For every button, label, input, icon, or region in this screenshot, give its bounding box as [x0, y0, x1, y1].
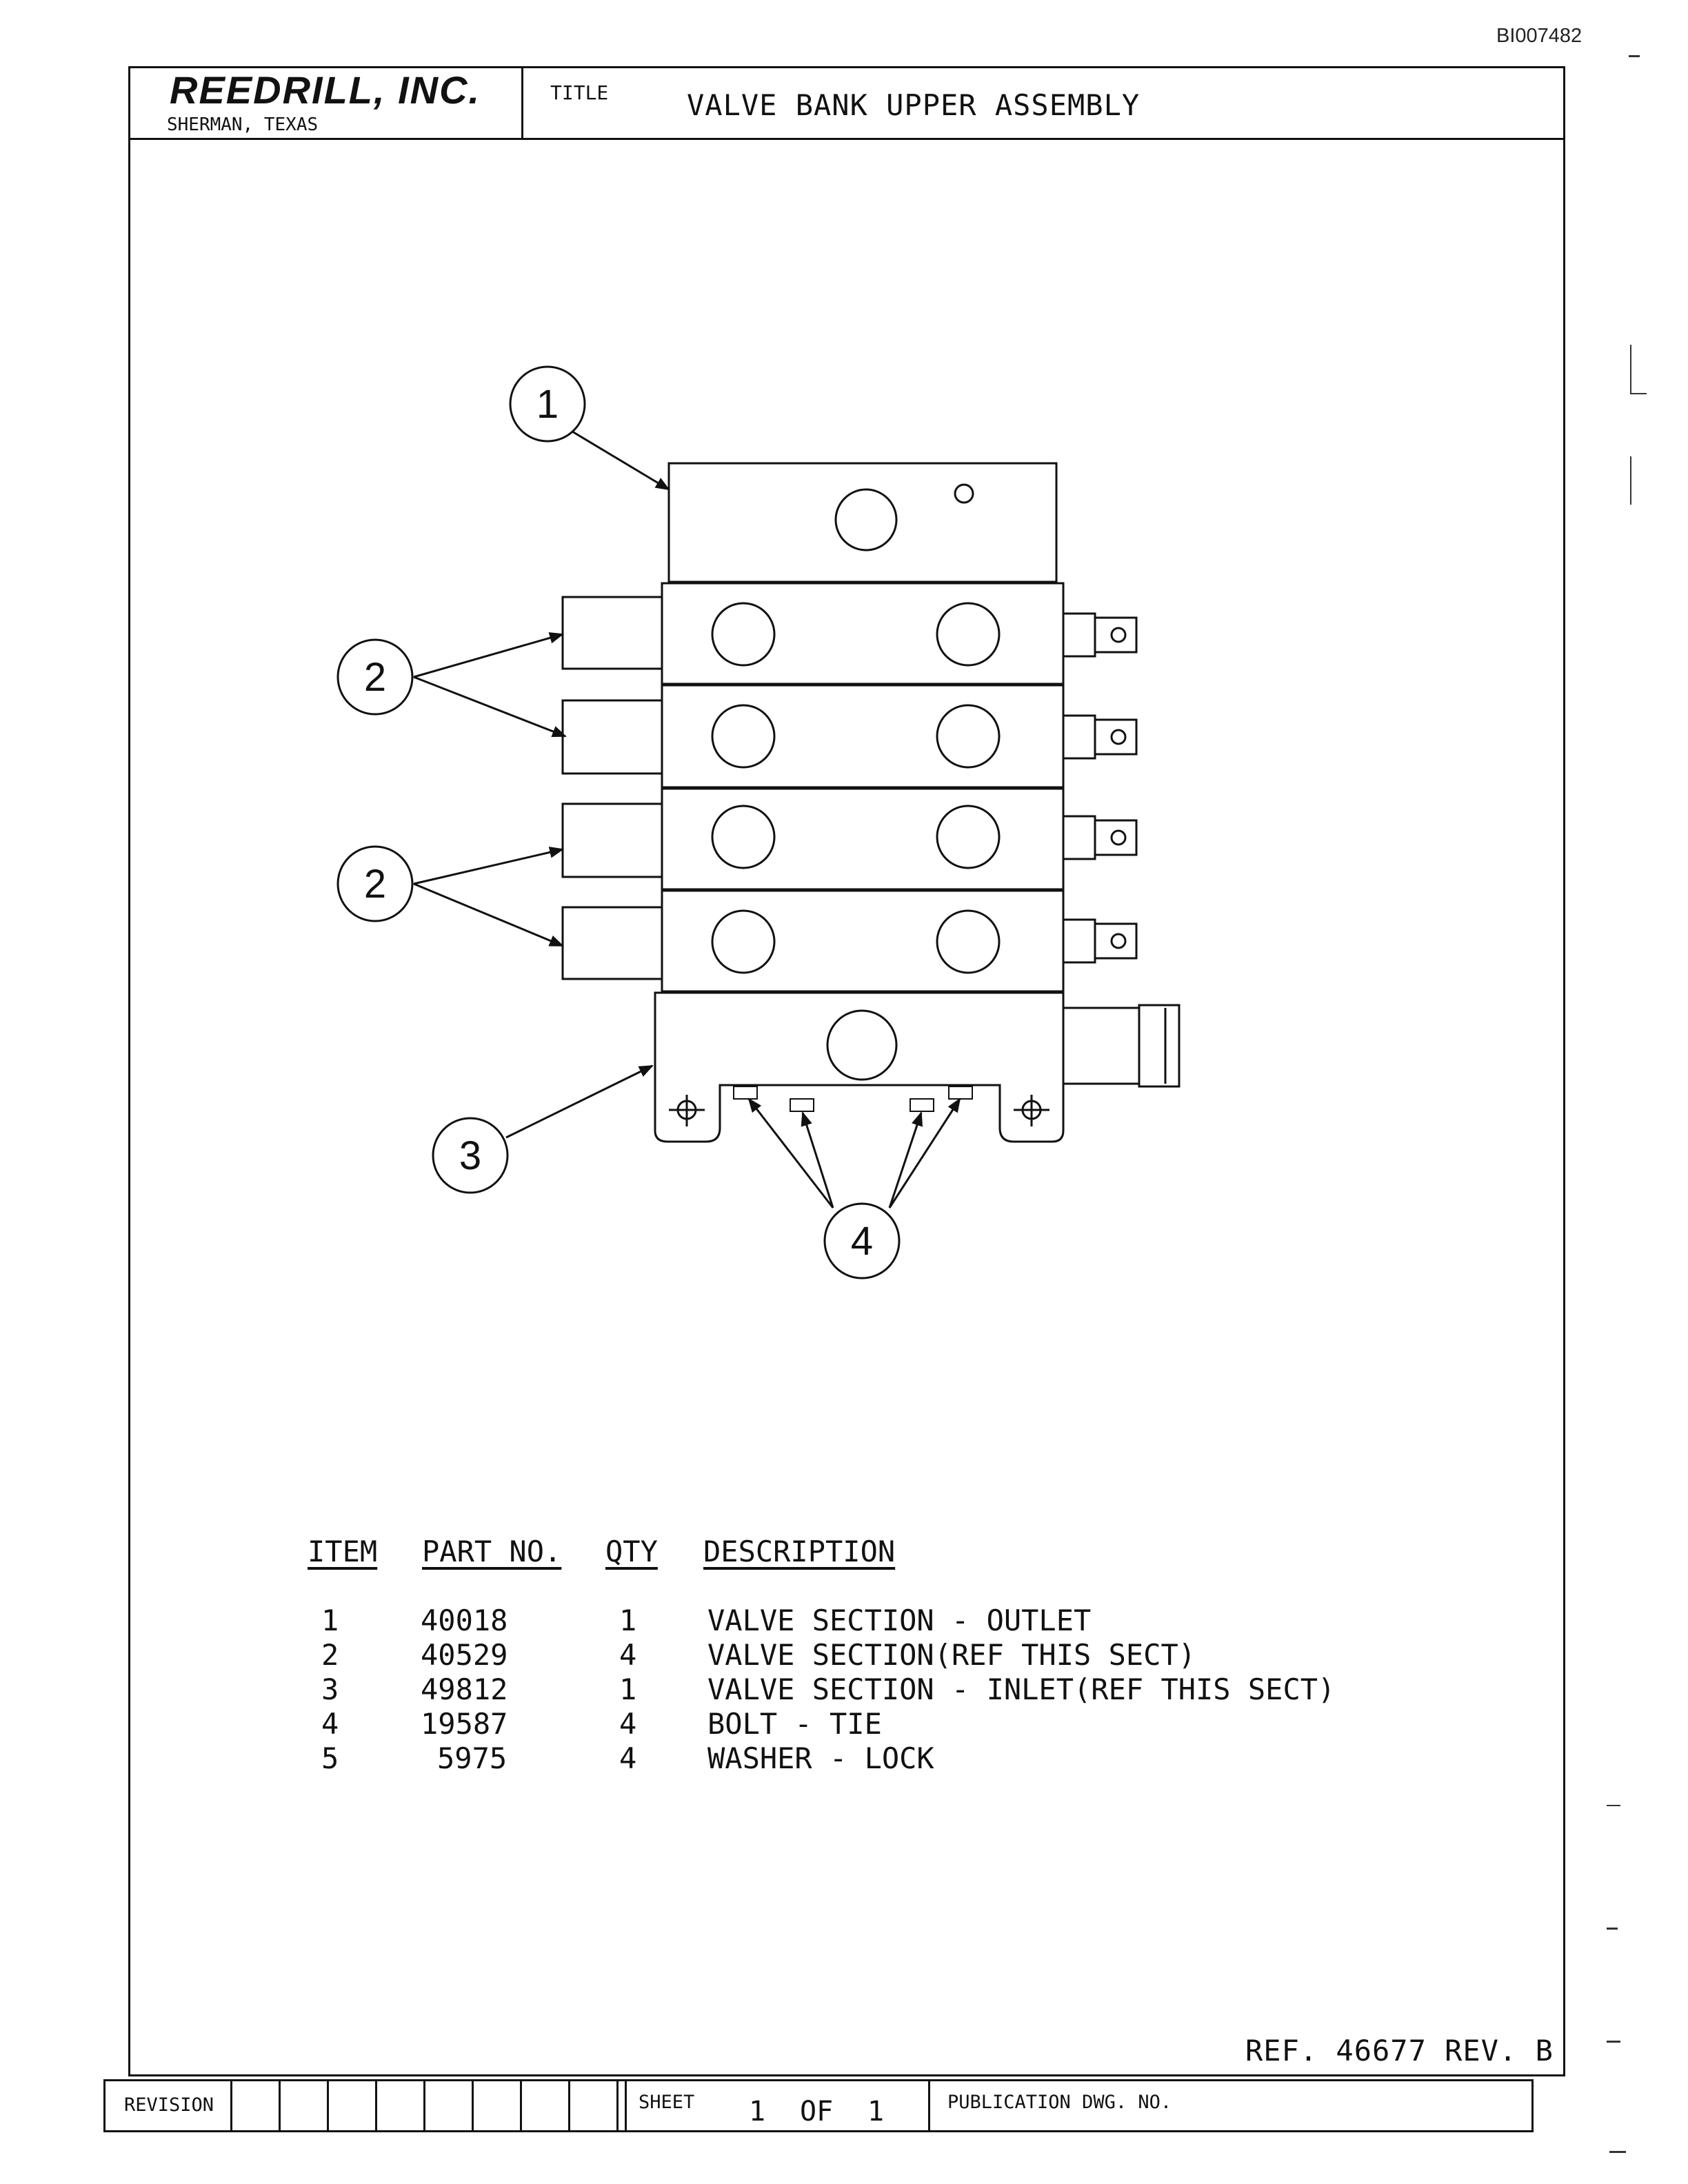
- balloon-2-lower: [336, 845, 414, 922]
- revision-cell-divider: [230, 2079, 232, 2132]
- work-section-2: [561, 684, 1138, 789]
- balloon-1-label: 1: [536, 382, 559, 427]
- item-number: 4: [321, 1707, 339, 1741]
- item-number: 1: [321, 1604, 339, 1637]
- drawing-title: VALVE BANK UPPER ASSEMBLY: [687, 88, 1141, 122]
- title-label: TITLE: [550, 81, 609, 104]
- balloon-2-upper-label: 2: [364, 655, 386, 700]
- sheet-divider: [928, 2079, 930, 2132]
- revision-cell-divider: [568, 2079, 570, 2132]
- quantity: 4: [619, 1638, 637, 1672]
- outlet-port: [834, 488, 898, 552]
- revision-strip-bottom: [103, 2130, 1534, 2132]
- title-block-divider: [128, 138, 1565, 140]
- work-section-3: [561, 787, 1138, 891]
- quantity: 1: [619, 1604, 637, 1637]
- balloon-2-upper: [336, 638, 414, 716]
- scan-mark: [1609, 2151, 1626, 2153]
- scan-mark: [1607, 2041, 1620, 2043]
- part-number: 19587: [421, 1707, 508, 1741]
- sheet-total: 1: [867, 2096, 885, 2127]
- tie-bolt-nuts: [733, 1086, 973, 1112]
- part-number: 49812: [421, 1672, 508, 1706]
- balloon-3-label: 3: [459, 1133, 481, 1178]
- revision-cell-divider: [327, 2079, 329, 2132]
- sheet-of-label: OF: [800, 2096, 834, 2127]
- mounting-hole-left: [669, 1095, 705, 1126]
- scan-mark: [1607, 1928, 1618, 1930]
- revision-label: REVISION: [124, 2094, 214, 2116]
- description: VALVE SECTION - INLET(REF THIS SECT): [707, 1672, 1336, 1706]
- item-number: 5: [321, 1741, 339, 1775]
- scan-mark: [1607, 1805, 1620, 1806]
- balloon-3: [432, 1117, 509, 1194]
- scan-mark: [1630, 345, 1631, 393]
- strip-border-right: [1531, 2079, 1534, 2132]
- balloon-2-lower-label: 2: [364, 862, 386, 907]
- document-id: BI007482: [1496, 25, 1582, 47]
- item-number: 2: [321, 1638, 339, 1672]
- revision-strip-top: [103, 2079, 1534, 2081]
- revision-cell-divider: [279, 2079, 281, 2132]
- quantity: 4: [619, 1707, 637, 1741]
- outlet-gauge-port: [954, 483, 974, 504]
- company-name: REEDRILL, INC.: [170, 68, 481, 112]
- quantity: 4: [619, 1741, 637, 1775]
- publication-drawing-label: PUBLICATION DWG. NO.: [947, 2092, 1172, 2113]
- description: VALVE SECTION - OUTLET: [707, 1604, 1092, 1637]
- title-block-separator: [521, 66, 523, 139]
- scan-mark: [1629, 55, 1640, 57]
- balloon-4-label: 4: [851, 1219, 873, 1264]
- revision-cell-divider: [472, 2079, 474, 2132]
- column-header-description: DESCRIPTION: [703, 1535, 896, 1568]
- sheet-number: 1: [749, 2096, 766, 2127]
- description: VALVE SECTION(REF THIS SECT): [707, 1638, 1196, 1672]
- work-section-1: [561, 582, 1138, 685]
- inlet-section-body: [654, 991, 1180, 1143]
- part-number: 40529: [421, 1638, 508, 1672]
- mounting-hole-right: [1014, 1095, 1049, 1126]
- scan-mark: [1630, 393, 1647, 394]
- revision-cell-divider: [375, 2079, 377, 2132]
- revision-cell-divider: [423, 2079, 425, 2132]
- part-number: 40018: [421, 1604, 508, 1637]
- part-number: 5975: [437, 1741, 508, 1775]
- work-section-4: [561, 889, 1138, 993]
- outlet-section-body: [667, 462, 1058, 583]
- balloon-1: [509, 365, 586, 443]
- balloon-4: [823, 1202, 901, 1280]
- column-header-item: ITEM: [308, 1535, 378, 1568]
- leader-lines: [413, 430, 961, 1209]
- strip-border-left: [103, 2079, 106, 2132]
- company-location: SHERMAN, TEXAS: [167, 114, 319, 135]
- column-header-part-no: PART NO.: [422, 1535, 562, 1568]
- revision-cell-divider: [616, 2079, 619, 2132]
- scan-mark: [1630, 456, 1631, 505]
- description: BOLT - TIE: [707, 1707, 882, 1741]
- column-header-qty: QTY: [605, 1535, 658, 1568]
- quantity: 1: [619, 1672, 637, 1706]
- revision-cell-divider: [625, 2079, 627, 2132]
- reference-number: REF. 46677 REV. B: [1245, 2034, 1554, 2067]
- item-number: 3: [321, 1672, 339, 1706]
- revision-cell-divider: [520, 2079, 522, 2132]
- description: WASHER - LOCK: [707, 1741, 934, 1775]
- sheet-label: SHEET: [639, 2092, 695, 2113]
- drawing-frame: [128, 66, 1565, 2076]
